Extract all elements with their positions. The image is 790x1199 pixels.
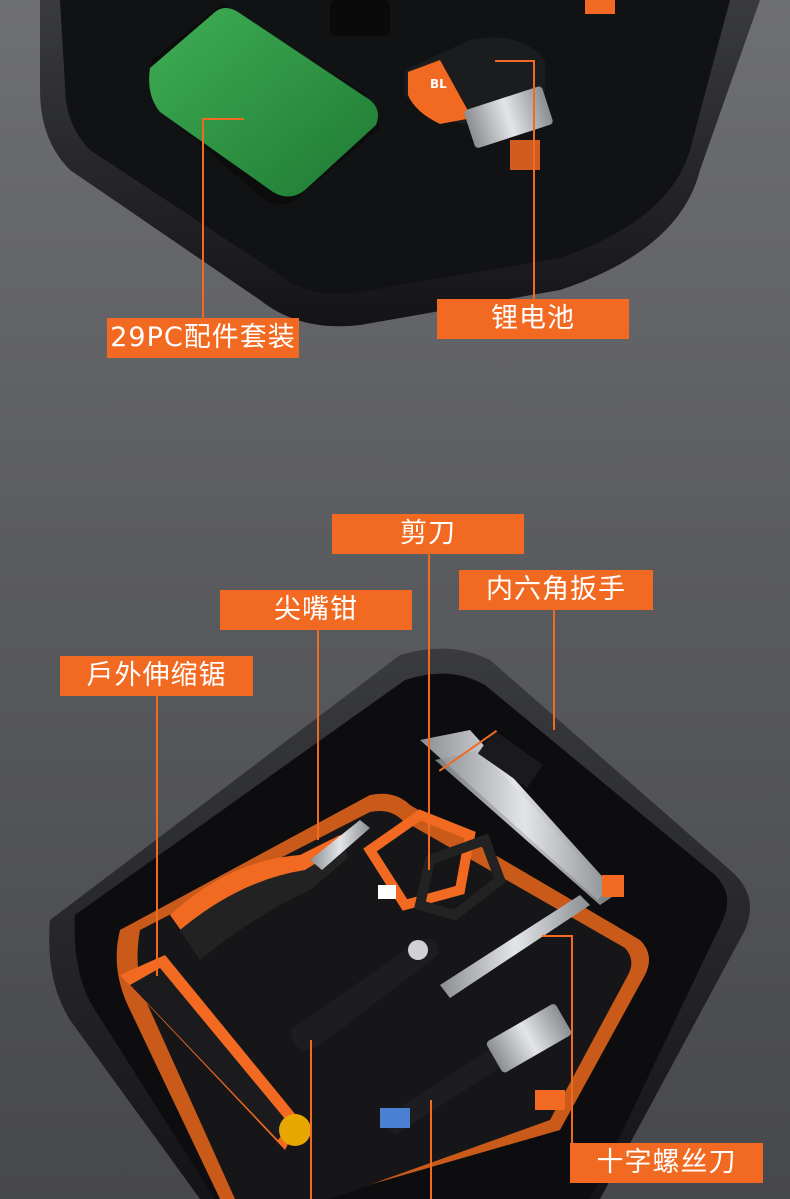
label-saw: 戶外伸缩锯 (60, 656, 253, 696)
leader-screwdriver-tip (542, 935, 572, 937)
leader-saw (156, 696, 158, 976)
hex-wrench-set (420, 730, 624, 905)
leader-battery-tip (495, 60, 535, 62)
utility-knife (290, 939, 439, 1050)
top-tool-case: BL (40, 0, 760, 327)
label-needle-pliers: 尖嘴钳 (220, 590, 412, 630)
measuring-tool (440, 895, 590, 998)
leader-screwdriver (571, 935, 573, 1163)
label-hex-wrench: 内六角扳手 (459, 570, 653, 610)
leader-pliers (317, 630, 319, 840)
label-accessories: 29PC配件套装 (107, 318, 299, 358)
leader-battery (533, 60, 535, 300)
leader-bottom (430, 1100, 432, 1199)
battery: BL (405, 37, 553, 170)
screwdriver (380, 1004, 572, 1135)
leader-accessories (202, 118, 204, 318)
leader-bottom-left (310, 1040, 312, 1199)
leader-hex-wrench (553, 610, 555, 730)
label-battery: 锂电池 (437, 299, 629, 339)
folding-saw (120, 955, 311, 1150)
svg-text:BL: BL (430, 77, 447, 91)
accessory-box (149, 4, 379, 205)
scissors (363, 809, 506, 921)
leader-scissors (428, 554, 430, 870)
leader-accessories-tip (202, 118, 244, 120)
label-scissors: 剪刀 (332, 514, 524, 554)
needle-pliers (170, 820, 370, 960)
label-screwdriver: 十字螺丝刀 (570, 1143, 763, 1183)
